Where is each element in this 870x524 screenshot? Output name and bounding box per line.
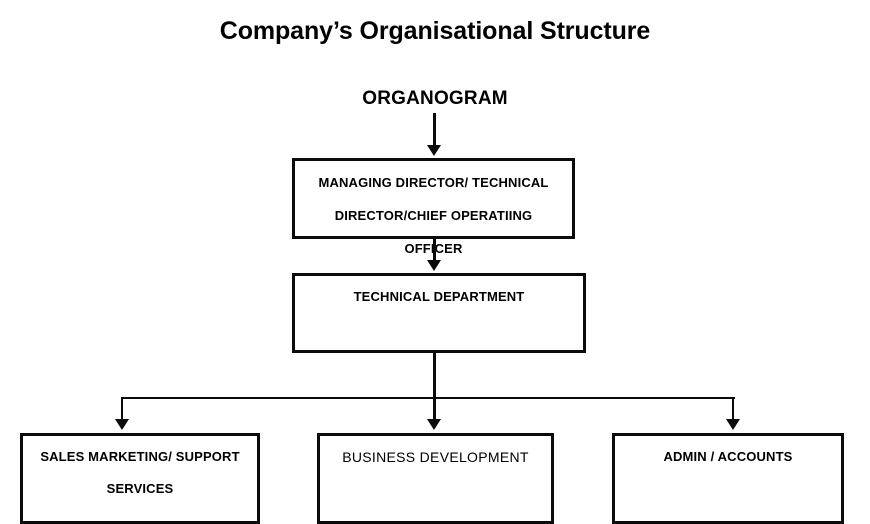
node-sales-marketing-line2: SERVICES <box>106 481 174 496</box>
node-admin-accounts[interactable]: ADMIN / ACCOUNTS <box>612 433 844 524</box>
node-technical-department-label: TECHNICAL DEPARTMENT <box>353 289 525 304</box>
page-title: Company’s Organisational Structure <box>219 17 651 45</box>
node-managing-director-line2: DIRECTOR/CHIEF OPERATIING <box>334 208 533 223</box>
connector-right-branch-stem <box>732 397 734 421</box>
node-business-development[interactable]: BUSINESS DEVELOPMENT <box>317 433 554 524</box>
connector-md-to-technical-arrowhead-icon <box>427 260 441 271</box>
node-technical-department[interactable]: TECHNICAL DEPARTMENT <box>292 273 586 353</box>
connector-center-branch-stem <box>433 397 436 421</box>
node-managing-director[interactable]: MANAGING DIRECTOR/ TECHNICAL DIRECTOR/CH… <box>292 158 575 256</box>
connector-center-branch-arrowhead-icon <box>427 419 441 430</box>
connector-root-stem <box>433 113 436 147</box>
connector-md-to-technical-stem <box>433 239 436 261</box>
connector-left-branch-arrowhead-icon <box>115 419 129 430</box>
connector-left-branch-stem <box>121 397 123 421</box>
organogram-root-label: ORGANOGRAM <box>362 88 508 109</box>
node-sales-marketing-line1: SALES MARKETING/ SUPPORT <box>40 449 240 464</box>
connector-technical-stem <box>433 353 436 399</box>
node-sales-marketing-support-services[interactable]: SALES MARKETING/ SUPPORT SERVICES <box>20 433 260 524</box>
connector-root-arrowhead-icon <box>427 145 441 156</box>
node-admin-accounts-label: ADMIN / ACCOUNTS <box>663 449 793 464</box>
node-business-development-label: BUSINESS DEVELOPMENT <box>342 449 529 465</box>
connector-distribution-bar <box>122 397 735 399</box>
node-managing-director-line1: MANAGING DIRECTOR/ TECHNICAL <box>318 175 549 190</box>
connector-right-branch-arrowhead-icon <box>726 419 740 430</box>
